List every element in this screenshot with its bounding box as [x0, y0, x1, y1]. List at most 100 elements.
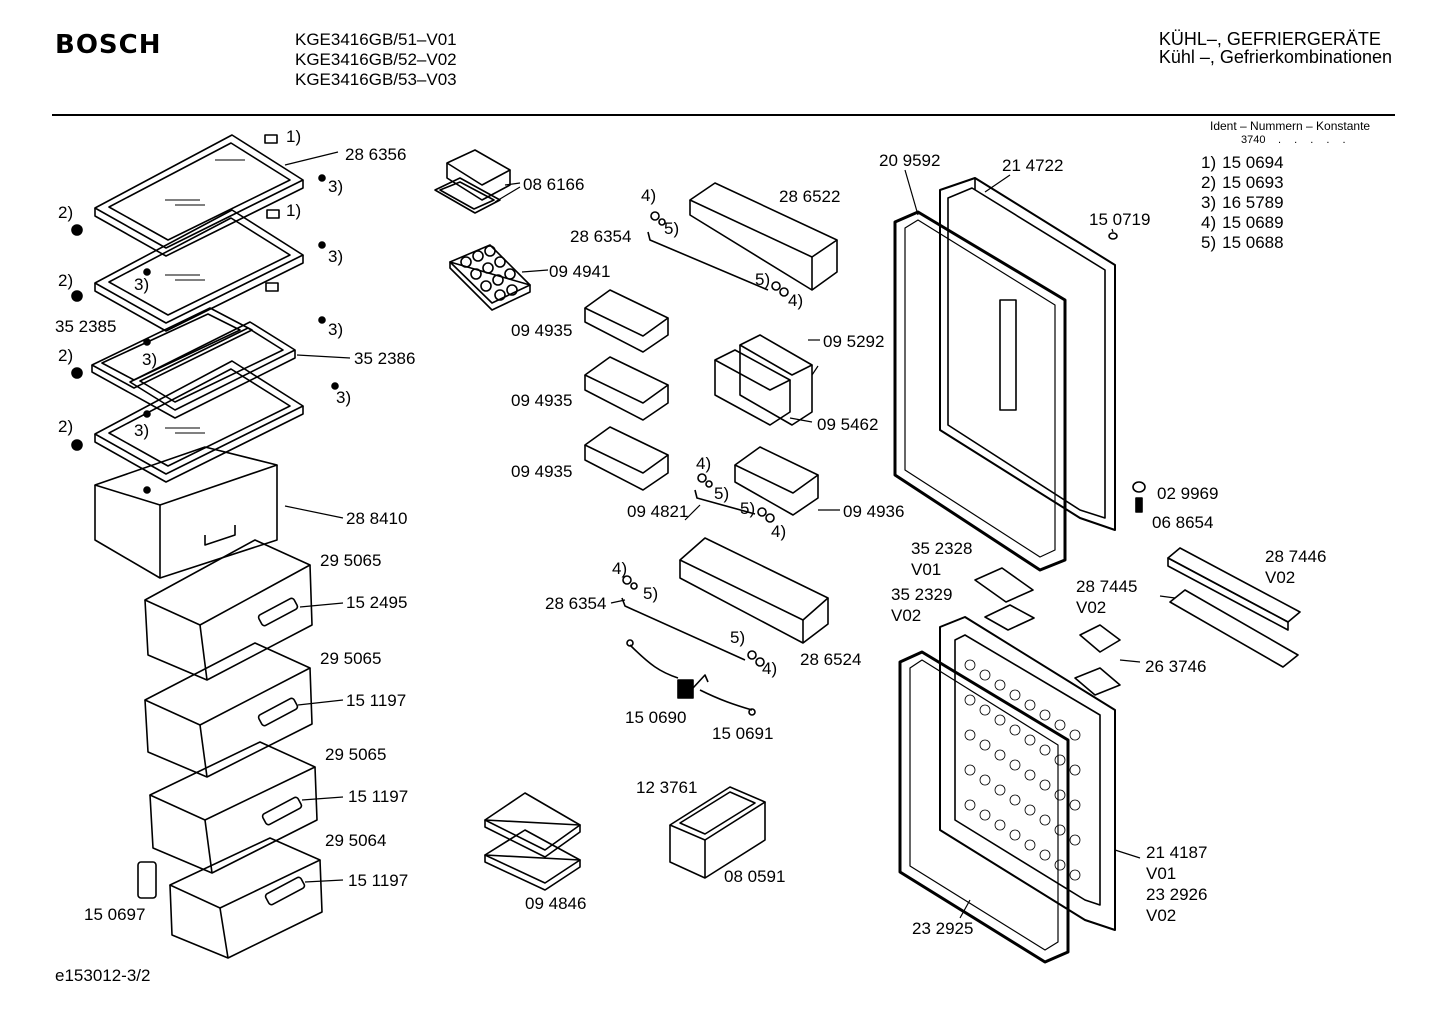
part-label: 35 2385 [55, 317, 117, 336]
callout-4: 4) [788, 291, 804, 310]
variant-label: V01 [911, 560, 942, 579]
part-label: 09 4941 [549, 262, 611, 281]
callout-5: 5) [643, 584, 659, 603]
category-title: KÜHL–, GEFRIERGERÄTE Kühl –, Gefrierkomb… [1159, 30, 1392, 66]
part-label: 09 5292 [823, 332, 885, 351]
part-label: 35 2329 [891, 585, 953, 604]
category-line: KÜHL–, GEFRIERGERÄTE [1158, 29, 1381, 49]
callout-3: 3) [134, 421, 150, 440]
ice-tray-box [669, 786, 766, 879]
part-label: 23 2926 [1146, 885, 1208, 904]
ident-value: 15 0693 [1222, 173, 1284, 192]
thermostat-cable [626, 639, 756, 716]
part-label: 06 8654 [1152, 513, 1214, 532]
part-label: 28 6354 [545, 594, 607, 613]
glass-shelf [94, 360, 304, 483]
callout-5: 5) [740, 499, 756, 518]
category-line: Kühl –, Gefrierkombinationen [1158, 47, 1392, 67]
hinge-cap [1108, 232, 1146, 513]
model-number: KGE3416GB/51–V01 [295, 30, 457, 49]
part-label: 29 5065 [320, 649, 382, 668]
callout-2: 2) [58, 271, 74, 290]
drawer [144, 539, 313, 681]
callout-4: 4) [771, 522, 787, 541]
egg-tray [449, 244, 549, 311]
part-label: 15 0719 [1089, 210, 1151, 229]
drawing-code: e153012-3/2 [55, 966, 151, 985]
retaining-bar [647, 211, 789, 297]
fridge-door-gasket [893, 210, 1067, 572]
callout-5: 5) [755, 270, 771, 289]
part-label: 09 4821 [627, 502, 689, 521]
callout-4: 4) [641, 186, 657, 205]
callout-1: 1) [286, 201, 302, 220]
leader-lines-right [610, 169, 1176, 919]
variant-label: V02 [1146, 906, 1177, 925]
model-list: KGE3416GB/51–V01 KGE3416GB/52–V02 KGE341… [295, 30, 457, 90]
ident-row: 2)15 0693 [1201, 173, 1284, 193]
part-label: 28 6522 [779, 187, 841, 206]
callout-4: 4) [762, 659, 778, 678]
freezer-door-texture [964, 659, 1081, 881]
part-label: 28 8410 [346, 509, 408, 528]
door-tray-medium [734, 446, 840, 516]
part-label: 02 9969 [1157, 484, 1219, 503]
door-tray-large [689, 182, 838, 291]
freezer-door [939, 616, 1116, 931]
part-label: 29 5065 [320, 551, 382, 570]
model-number: KGE3416GB/53–V03 [295, 70, 457, 89]
callout-3: 3) [134, 275, 150, 294]
callout-2: 2) [58, 346, 74, 365]
door-tray-small [584, 289, 669, 353]
butter-box [434, 149, 521, 214]
hinge-cover [974, 567, 1121, 696]
part-label: 23 2925 [912, 919, 974, 938]
part-label: 15 1197 [348, 787, 409, 806]
part-label: 35 2328 [911, 539, 973, 558]
callout-4: 4) [612, 559, 628, 578]
part-label: 29 5065 [325, 745, 387, 764]
part-label: 15 0697 [84, 905, 146, 924]
part-label: 35 2386 [354, 349, 416, 368]
door-tray-bottom [679, 537, 829, 644]
part-label: 20 9592 [879, 151, 941, 170]
variant-label: V02 [1076, 598, 1107, 617]
fridge-door [939, 177, 1116, 531]
callout-5: 5) [714, 484, 730, 503]
part-label: 28 6524 [800, 650, 862, 669]
callout-4: 4) [696, 454, 712, 473]
callout-5: 5) [730, 628, 746, 647]
part-label: 15 2495 [346, 593, 408, 612]
part-label: 21 4187 [1146, 843, 1208, 862]
part-label: 29 5064 [325, 831, 387, 850]
crisper-cover-box [94, 446, 278, 579]
door-tray-small [584, 426, 669, 491]
callout-1: 1) [286, 127, 302, 146]
callout-3: 3) [336, 388, 352, 407]
ident-value: 16 5789 [1222, 193, 1284, 212]
part-label: 15 0690 [625, 708, 687, 727]
glass-shelf [94, 209, 304, 332]
part-label: 08 0591 [724, 867, 786, 886]
callout-3: 3) [328, 320, 344, 339]
part-label: 09 4935 [511, 462, 573, 481]
bottle-box [714, 334, 819, 426]
ident-key: 4) [1201, 213, 1217, 232]
callout-3: 3) [328, 247, 344, 266]
part-label: 09 4935 [511, 391, 573, 410]
variant-label: V02 [891, 606, 922, 625]
ident-constant: 3740 [1241, 134, 1266, 146]
part-label: 26 3746 [1145, 657, 1207, 676]
ident-list: 1)15 0694 2)15 0693 3)16 5789 4)15 0689 … [1201, 153, 1284, 253]
variant-label: V01 [1146, 864, 1177, 883]
part-label: 09 4846 [525, 894, 587, 913]
ident-key: 5) [1201, 233, 1217, 252]
ident-value: 15 0694 [1222, 153, 1284, 172]
retaining-bar [694, 473, 775, 523]
seal-clip [137, 861, 157, 899]
callout-2: 2) [58, 203, 74, 222]
callout-5: 5) [664, 219, 680, 238]
model-number: KGE3416GB/52–V02 [295, 50, 457, 69]
part-label: 15 1197 [348, 871, 409, 890]
ident-dots: . . . . . [1278, 134, 1351, 146]
